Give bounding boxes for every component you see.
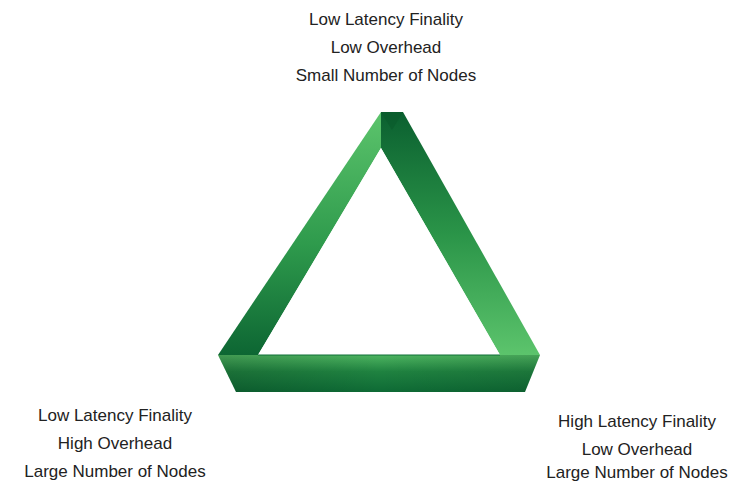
inner-space: [258, 148, 500, 355]
inner-edge: [258, 355, 500, 356]
bottom-band: [218, 355, 540, 392]
vertex-label: Large Number of Nodes: [24, 462, 205, 482]
vertex-label: Small Number of Nodes: [296, 66, 476, 86]
vertex-label: Low Overhead: [331, 38, 442, 58]
vertex-label: Large Number of Nodes: [546, 463, 727, 483]
vertex-label: Low Overhead: [582, 440, 693, 460]
vertex-label: Low Latency Finality: [309, 10, 463, 30]
vertex-label: High Latency Finality: [558, 412, 716, 432]
vertex-label: Low Latency Finality: [38, 406, 192, 426]
vertex-label: High Overhead: [58, 434, 172, 454]
bottom-band-shade: [218, 355, 540, 392]
top-cap: [381, 112, 403, 130]
